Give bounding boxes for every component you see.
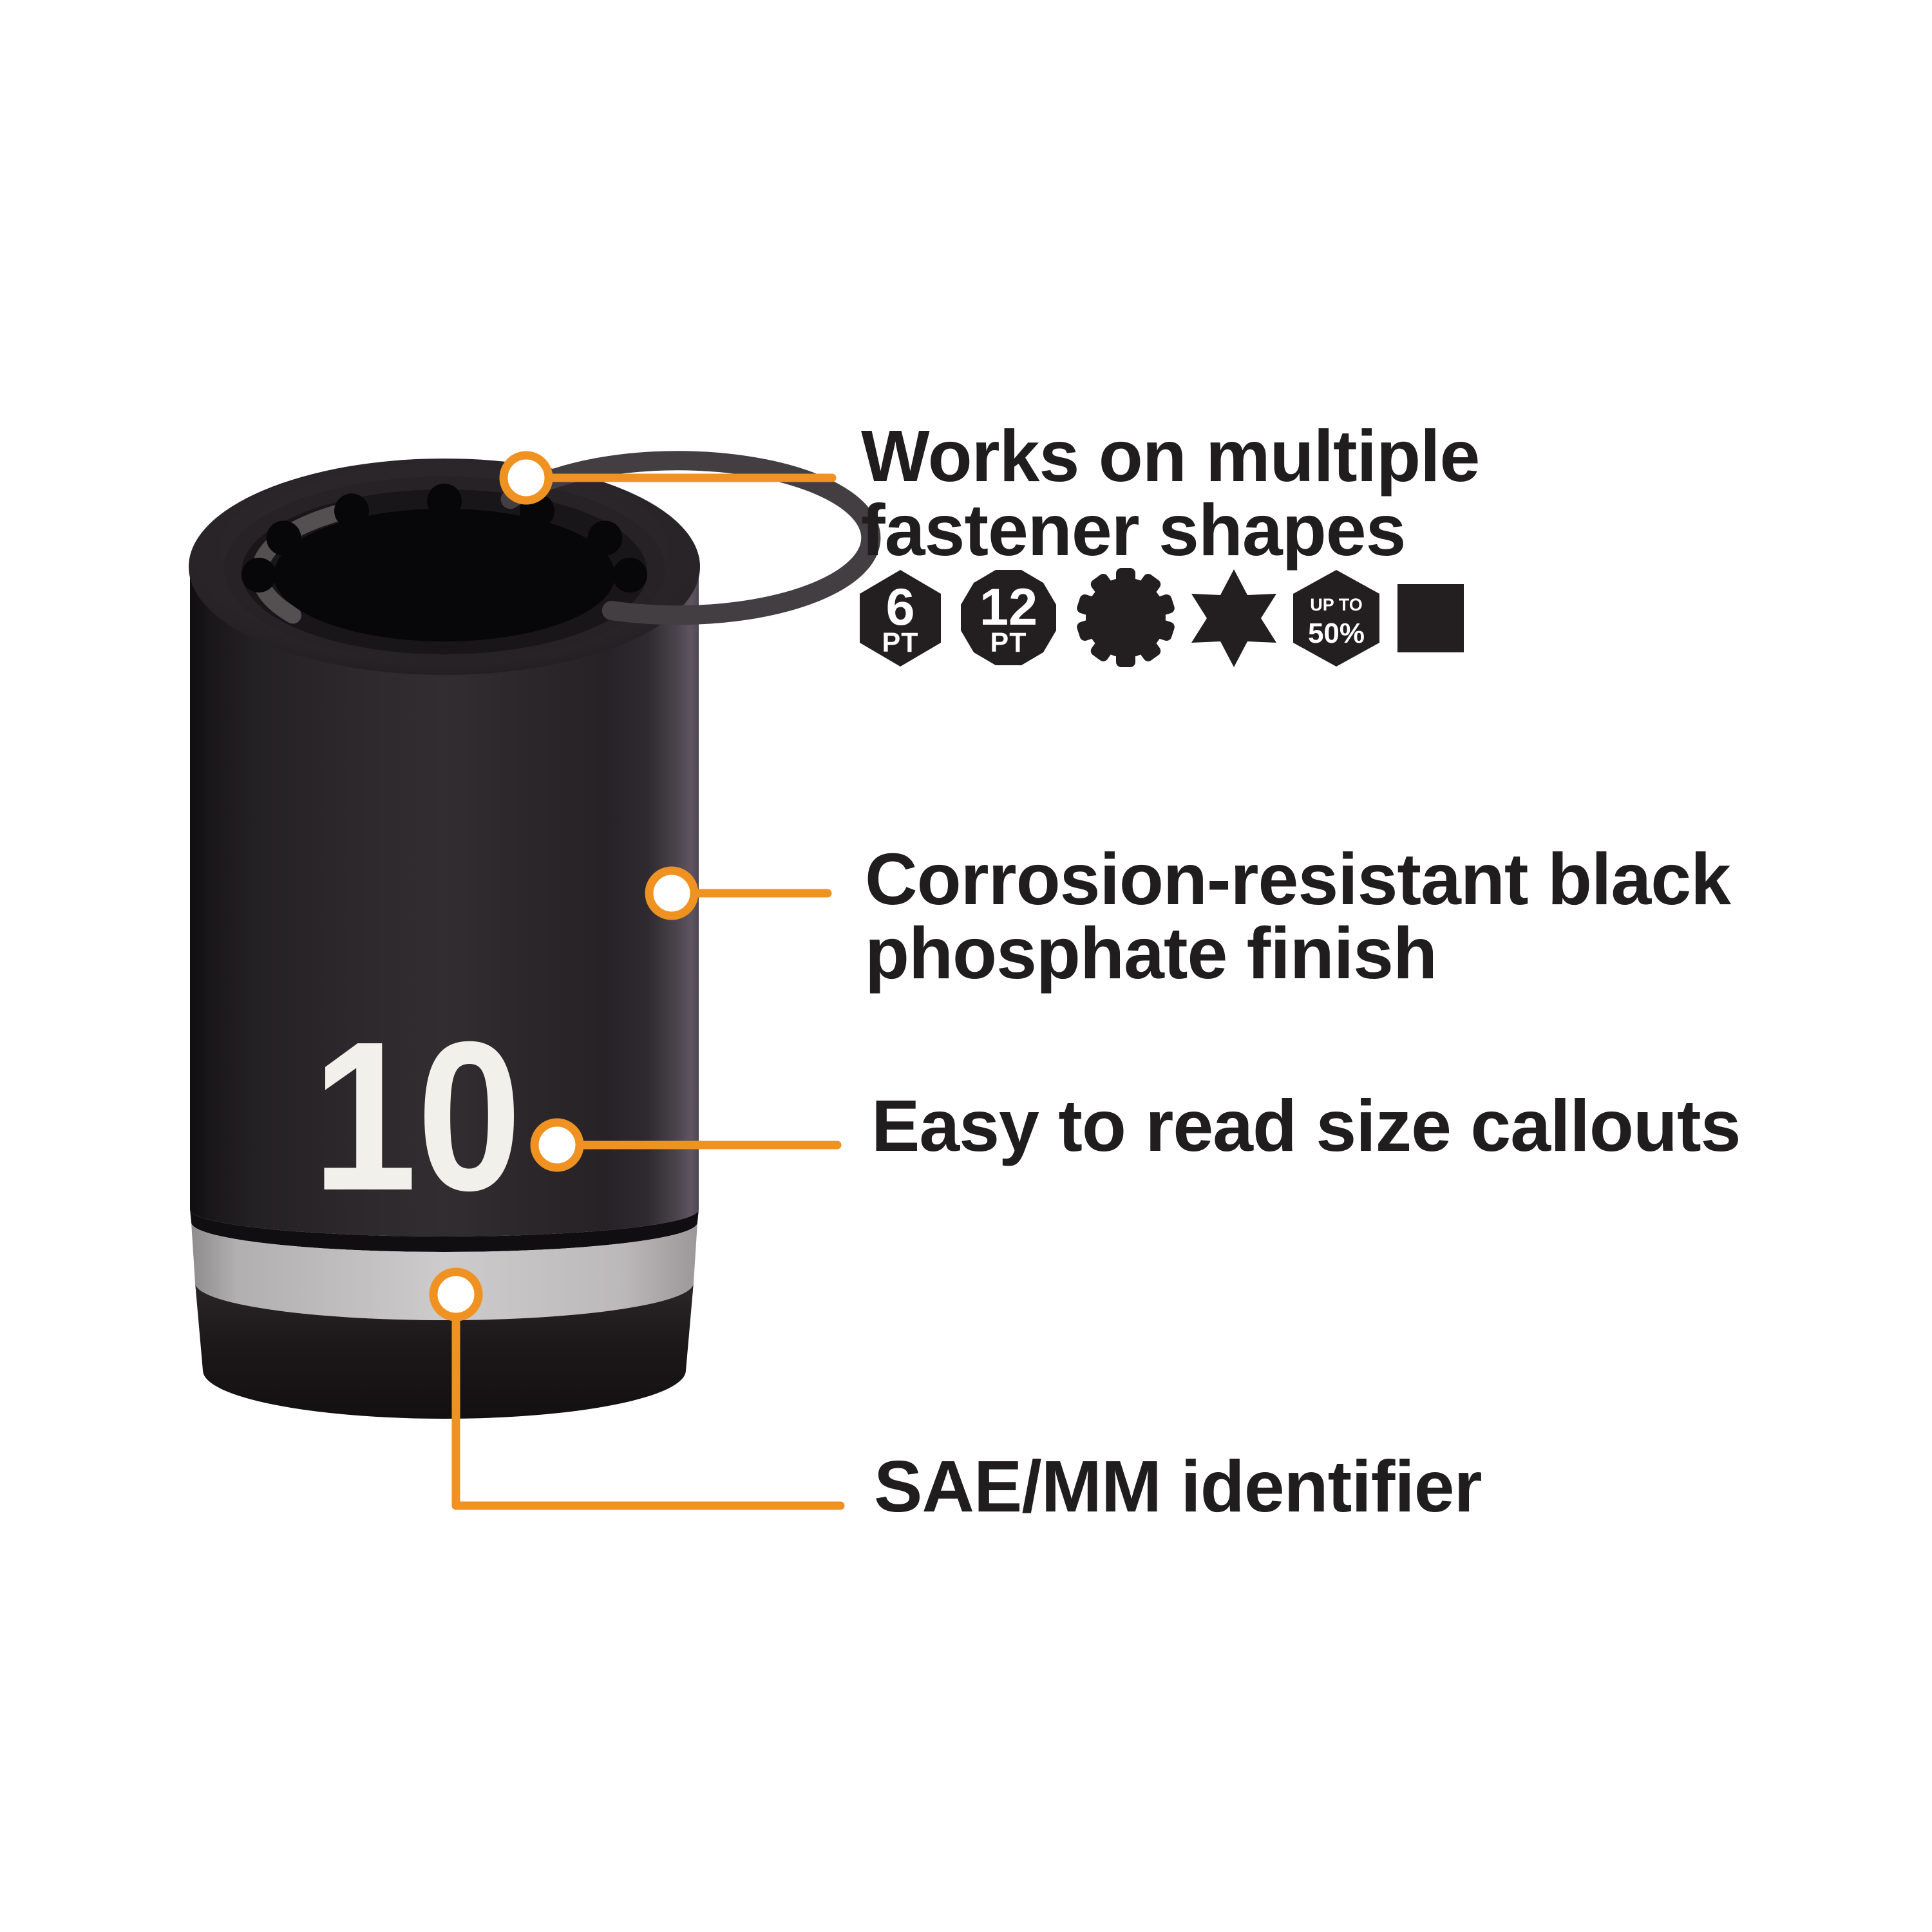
fastener-icon-spline [1077,568,1175,667]
callout-text-line: phosphate finish [865,913,1437,994]
callout-text-line: Works on multiple [861,415,1480,497]
icon-label-up-to: UP TO [1310,595,1363,614]
callout-text-fastener-shapes: Works on multiple fastener shapes [861,415,1480,571]
fastener-icon-12pt: 12 PT [961,570,1056,665]
hexagon-shape [860,570,941,667]
socket-photo: 10 [189,451,881,1419]
fastener-shape-icons: 6 PT 12 PT [860,568,1464,667]
icon-label-50: 50% [1308,618,1365,649]
socket-size-marking: 10 [312,997,522,1235]
socket-base [195,1283,694,1419]
icon-label-12pt-pt: PT [990,627,1027,658]
callout-text-sae-mm-identifier: SAE/MM identifier [874,1450,1482,1524]
inner-wall-highlight-right [500,451,881,625]
callout-marker-sae-mm [429,1267,483,1321]
callout-marker-fastener-shapes [499,451,553,505]
square-shape [1397,584,1464,652]
fastener-icon-star [1191,569,1276,667]
dodecagon-shape [961,570,1056,665]
icon-label-6: 6 [886,578,914,636]
fastener-icon-square [1397,584,1464,652]
callout-pointers [429,451,845,1510]
callout-text-size-callouts: Easy to read size callouts [871,1085,1741,1166]
callout-text-line: Corrosion-resistant black [865,838,1731,920]
hexagon-50-shape [1293,570,1379,667]
socket-step-shadow [190,1209,699,1252]
callout-text-black-phosphate-finish: Corrosion-resistant black phosphate fini… [865,838,1731,994]
spline-teeth-icon [1077,568,1175,667]
callout-text-line: SAE/MM identifier [874,1446,1482,1527]
inner-wall-highlight-left [251,501,361,624]
socket-bore [274,509,615,641]
callout-text-line: fastener shapes [861,489,1406,571]
callout-marker-size [530,1118,584,1172]
callout-text-line: Easy to read size callouts [871,1085,1741,1166]
six-point-star-shape [1191,569,1276,667]
callout-marker-finish [645,866,699,920]
spline-core [1086,578,1166,658]
callout-line-sae-mm [451,1316,845,1510]
icon-label-6pt-pt: PT [882,627,919,658]
socket-body [190,469,699,1237]
fastener-icon-6pt: 6 PT [860,570,941,667]
icon-label-12: 12 [980,578,1037,636]
fastener-icon-up-to-50: UP TO 50% [1293,570,1379,667]
